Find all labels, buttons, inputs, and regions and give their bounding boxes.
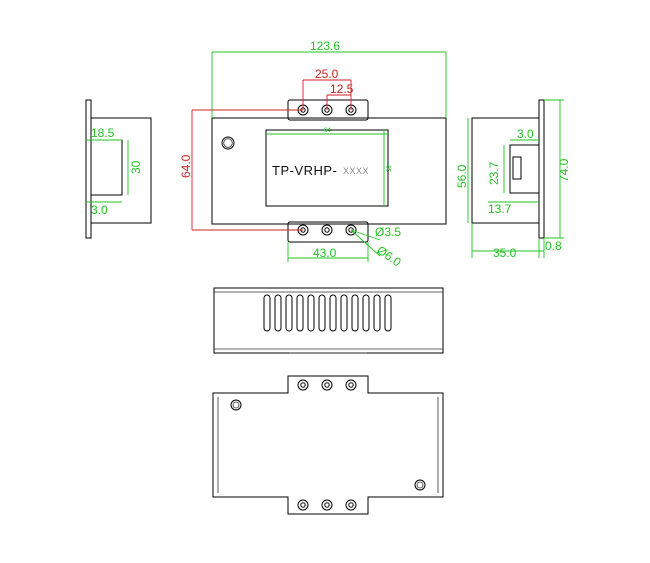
bottom-view: [212, 375, 444, 515]
dim-right-top-small: 3.0: [517, 127, 534, 141]
front-body: [211, 117, 447, 225]
dim-hole-pitch-outer: 25.0: [315, 67, 339, 81]
dim-overall-width: 123.6: [310, 39, 340, 53]
left-connector: [90, 139, 123, 196]
dim-left-bottom: 3.0: [91, 203, 108, 217]
front-model-prefix: TP-VRHP-: [272, 163, 337, 178]
right-flange: [538, 99, 545, 239]
bottom-view-screw-left: [230, 399, 242, 411]
right-side-view: 3.0 23.7 56.0 74.0 13.7 35.0 0.8: [455, 99, 571, 260]
front-indicator-hole: [221, 136, 235, 150]
bottom-view-bottom-holes: [297, 499, 357, 511]
front-label-window: [265, 129, 389, 207]
bottom-view-screw-right: [414, 479, 426, 491]
dim-hole-small: Ø3.5: [375, 225, 401, 239]
dim-body-height: 64.0: [179, 154, 193, 178]
dim-right-overall-height: 74.0: [557, 158, 571, 182]
left-side-view: 18.5 30 3.0: [85, 99, 152, 239]
front-bottom-holes: [297, 224, 357, 236]
bottom-view-outline: [212, 375, 444, 515]
dim-right-body-height: 56.0: [455, 164, 469, 188]
left-flange: [85, 99, 92, 239]
top-view: [213, 287, 444, 354]
front-bottom-mount-tab: [287, 221, 369, 243]
vent-slots: [263, 294, 392, 332]
dim-hole-large: Ø6.0: [374, 243, 404, 270]
dim-label-height: 38: [387, 165, 393, 172]
bottom-view-top-holes: [297, 379, 357, 391]
dim-left-top: 18.5: [91, 126, 115, 140]
dim-bottom-span: 43.0: [313, 246, 337, 260]
dim-right-flange: 0.8: [545, 239, 562, 253]
dim-right-depth: 35.0: [493, 246, 517, 260]
top-view-body: [213, 287, 444, 354]
front-model-suffix: XXXX: [343, 166, 369, 176]
front-view: TP-VRHP- XXXX 123.6 25.0 12.5 64.0 64 38…: [179, 39, 447, 270]
dim-right-connector-offset: 13.7: [488, 202, 512, 216]
dim-left-height: 30: [129, 160, 143, 174]
right-connector: [509, 144, 540, 194]
dim-hole-pitch-inner: 12.5: [330, 82, 354, 96]
dim-label-width: 64: [324, 128, 331, 134]
dim-right-connector-height: 23.7: [487, 161, 501, 185]
